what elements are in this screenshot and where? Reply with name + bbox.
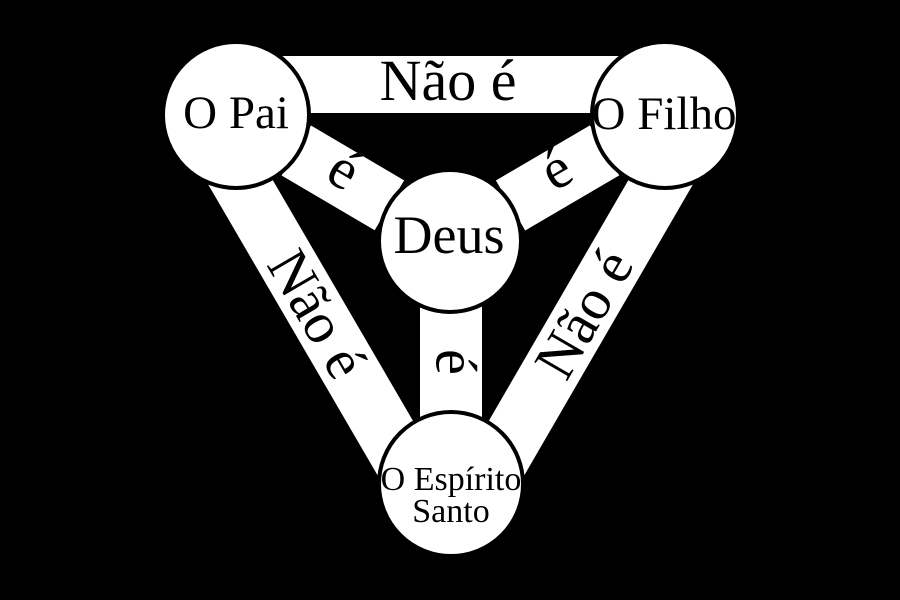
node-spirit-circle — [377, 410, 525, 558]
node-spirit-label-line2: Santo — [412, 493, 489, 530]
node-son-circle — [590, 40, 740, 190]
band-father-spirit-wrap — [185, 115, 451, 515]
edge-label-isnot-top: Não é — [380, 48, 517, 113]
node-father-label: O Pai — [183, 87, 289, 139]
edge-label-is-bottom: é — [424, 349, 489, 375]
node-god-label: Deus — [394, 205, 505, 265]
node-spirit-label-line1: O Espírito — [381, 461, 522, 498]
band-son-god-wrap — [495, 125, 620, 231]
band-son-spirit-wrap — [451, 115, 717, 515]
node-god-circle — [377, 168, 523, 314]
labels-group: O Pai O Filho Deus O Espírito Santo Não … — [183, 48, 736, 530]
band-father-god-wrap — [281, 125, 405, 231]
band-father-spirit — [185, 115, 451, 515]
band-son-god — [495, 125, 620, 231]
node-son-label: O Filho — [592, 88, 737, 140]
band-father-god — [281, 125, 405, 231]
nodes-group — [161, 40, 740, 558]
node-father-circle — [161, 40, 311, 190]
band-son-spirit — [451, 115, 717, 515]
